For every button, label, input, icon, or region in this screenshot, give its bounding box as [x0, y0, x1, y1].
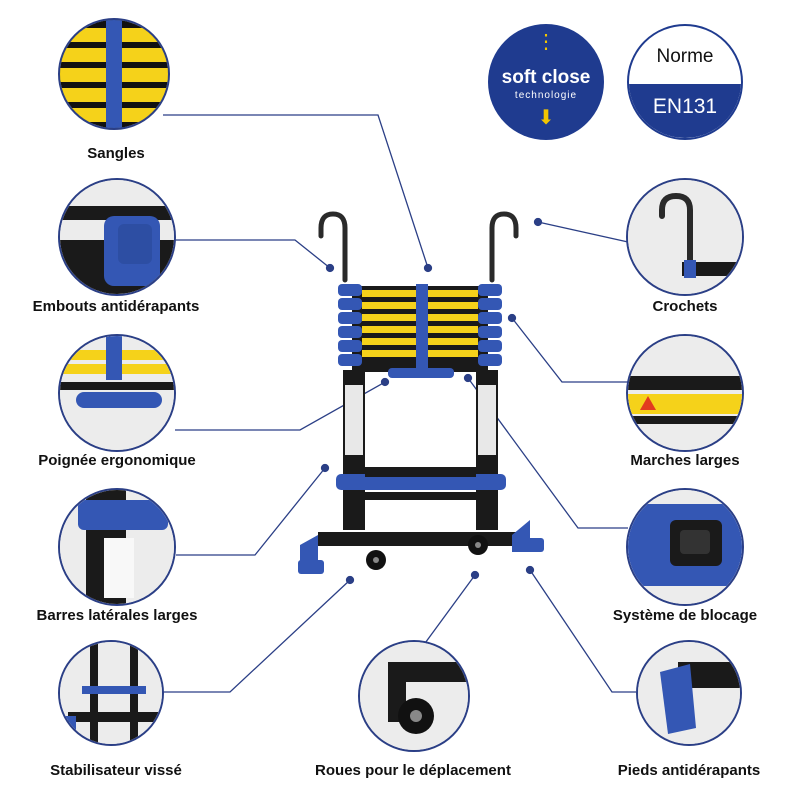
- soft-close-badge: ⋮ soft close technologie ⬇: [488, 24, 604, 140]
- label-stabilizer: Stabilisateur vissé: [50, 762, 182, 779]
- handle-photo: [60, 336, 174, 450]
- label-hooks: Crochets: [652, 298, 718, 315]
- soft-close-title: soft close: [501, 67, 591, 88]
- stabilizer-photo: [60, 642, 162, 744]
- label-wide-steps: Marches larges: [630, 452, 740, 469]
- arrow-down-icon: ⋮: [536, 31, 556, 53]
- right-label: [478, 385, 496, 455]
- left-label: [345, 385, 363, 455]
- feet-photo: [638, 642, 740, 744]
- norm-value: EN131: [629, 84, 741, 138]
- right-hook: [489, 211, 519, 283]
- end-caps-detail-circle: [58, 178, 176, 296]
- straps-photo: [60, 20, 168, 128]
- locking-photo: [628, 490, 742, 604]
- norm-badge: Norme EN131: [627, 24, 743, 140]
- handle-detail-circle: [58, 334, 176, 452]
- end-caps-photo: [60, 180, 174, 294]
- norm-label: Norme: [656, 46, 714, 67]
- hooks-photo: [628, 180, 742, 294]
- arrow-down-icon: ⬇: [537, 107, 555, 129]
- label-end-caps: Embouts antidérapants: [32, 298, 200, 315]
- label-straps: Sangles: [87, 145, 145, 162]
- stabilizer-detail-circle: [58, 640, 164, 746]
- label-handle: Poignée ergonomique: [38, 452, 196, 469]
- label-locking: Système de blocage: [612, 607, 758, 624]
- side-bars-photo: [60, 490, 174, 604]
- side-bars-detail-circle: [58, 488, 176, 606]
- wheels-photo: [360, 642, 468, 750]
- stabilizer-bar: [318, 532, 530, 546]
- handle: [388, 368, 454, 378]
- wide-steps-detail-circle: [626, 334, 744, 452]
- wheels-detail-circle: [358, 640, 470, 752]
- hooks-detail-circle: [626, 178, 744, 296]
- wide-steps-photo: [628, 336, 742, 450]
- soft-close-subtitle: technologie: [514, 90, 578, 101]
- label-wheels: Roues pour le déplacement: [315, 762, 511, 779]
- stacked-steps: [338, 284, 502, 378]
- feet-detail-circle: [636, 640, 742, 746]
- strap: [416, 284, 428, 370]
- straps-detail-circle: [58, 18, 170, 130]
- label-feet: Pieds antidérapants: [617, 762, 761, 779]
- label-side-bars: Barres latérales larges: [36, 607, 198, 624]
- left-hook: [318, 211, 348, 283]
- locking-detail-circle: [626, 488, 744, 606]
